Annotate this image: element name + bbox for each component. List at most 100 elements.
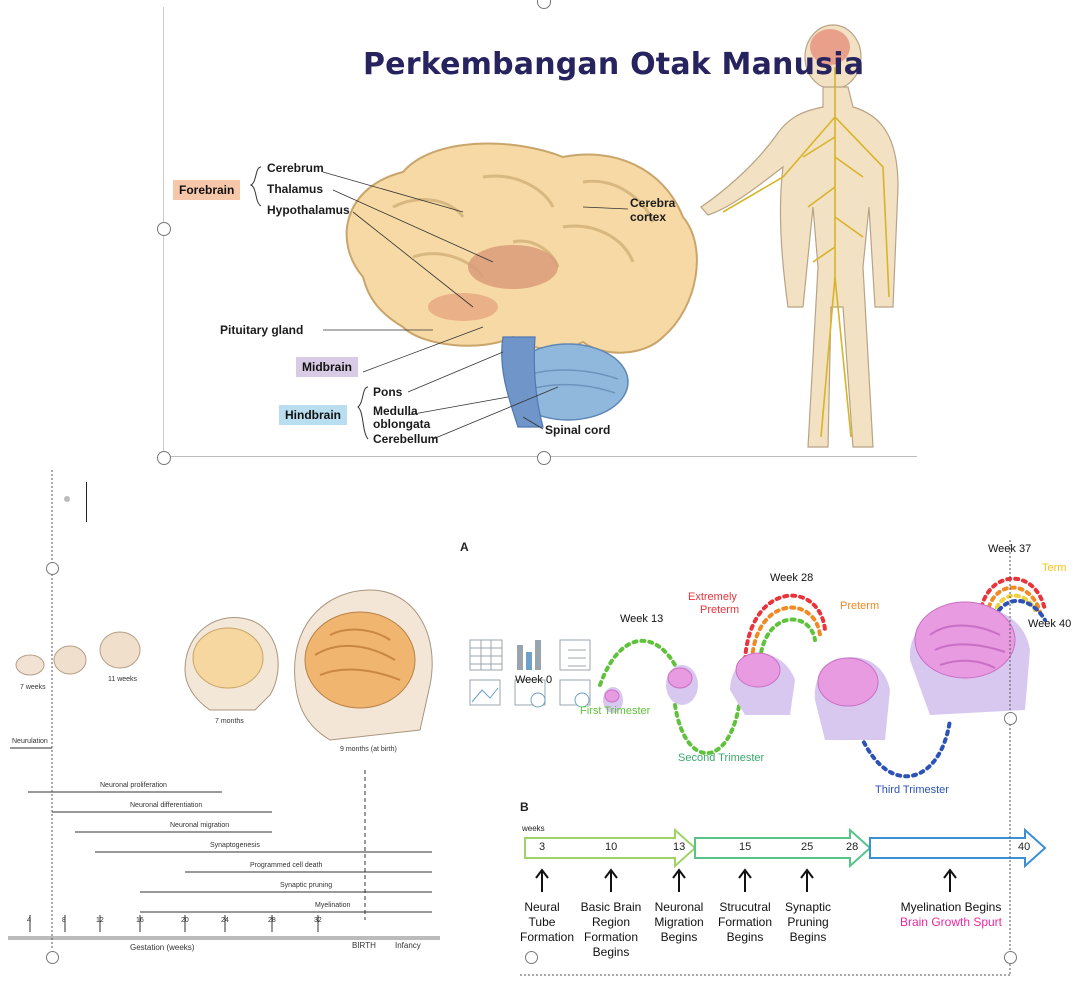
second-trimester-label: Second Trimester (678, 752, 764, 764)
hindbrain-tag: Hindbrain (279, 405, 347, 425)
tick-label: 8 (62, 917, 66, 924)
milestone-line: Formation (520, 930, 564, 945)
extremely-preterm-label-line2: Preterm (700, 604, 739, 616)
milestone-line: Tube (520, 915, 564, 930)
insert-picture-icon (470, 680, 500, 705)
process-label: Neuronal proliferation (100, 782, 167, 789)
milestone-line: Basic Brain (578, 900, 644, 915)
milestone-arrow-bar (520, 800, 1060, 990)
process-label: Synaptogenesis (210, 842, 260, 849)
milestone-line: Begins (715, 930, 775, 945)
milestone-neuronal-migration: Neuronal Migration Begins (650, 900, 708, 945)
fetal-brain-stages-illustration (0, 470, 450, 950)
milestone-line: Begins (578, 945, 644, 960)
resize-handle-left[interactable] (46, 562, 59, 575)
insert-table-icon (470, 640, 502, 670)
milestone-line: Pruning (782, 915, 834, 930)
resize-handle-bottom-left[interactable] (46, 951, 59, 964)
tick-label: 4 (27, 917, 31, 924)
fetal-brain-development-panel[interactable]: 7 weeks 11 weeks 7 months 9 months (at b… (0, 470, 450, 950)
panel-a-label: A (460, 540, 469, 554)
resize-handle-left-middle[interactable] (157, 222, 171, 236)
cerebral-cortex-label-line1: Cerebra (630, 197, 675, 210)
first-trimester-label: First Trimester (580, 705, 650, 717)
process-label: Myelination (315, 902, 350, 909)
process-label: Programmed cell death (250, 862, 322, 869)
stage-label: 7 weeks (20, 684, 46, 691)
hypothalamus-label: Hypothalamus (267, 204, 350, 217)
panel-a-fetal-timeline[interactable]: A Week 0 Week 13 Week 28 Week 37 Week 40… (460, 540, 1070, 800)
birth-label: BIRTH (352, 941, 376, 950)
panel-b-label: B (520, 800, 529, 814)
resize-handle-bottom-right[interactable] (1004, 951, 1017, 964)
page-title: Perkembangan Otak Manusia (363, 47, 864, 82)
medulla-label-line2: oblongata (373, 418, 430, 431)
tick-label: 16 (136, 917, 144, 924)
week-number: 13 (673, 841, 685, 853)
stage-label: 7 months (215, 718, 244, 725)
resize-handle-right[interactable] (1004, 712, 1017, 725)
stage-label: 11 weeks (108, 676, 137, 683)
panel-b-milestone-timeline[interactable]: B weeks 3 10 13 15 25 28 40 Neural Tube … (520, 800, 1060, 990)
cerebrum-label: Cerebrum (267, 162, 324, 175)
milestone-line: Neural (520, 900, 564, 915)
insert-chart-icon (517, 640, 541, 670)
tick-label: 12 (96, 917, 104, 924)
resize-handle-bottom-left[interactable] (157, 451, 171, 465)
milestone-myelination: Myelination Begins Brain Growth Spurt (895, 900, 1007, 930)
tick-label: 20 (181, 917, 189, 924)
milestone-line: Begins (782, 930, 834, 945)
term-label: Term (1042, 562, 1066, 574)
week-0-label: Week 0 (515, 674, 552, 686)
week-number: 15 (739, 841, 751, 853)
milestone-structural-formation: Strucutral Formation Begins (715, 900, 775, 945)
milestone-synaptic-pruning: Synaptic Pruning Begins (782, 900, 834, 945)
object-anchor-icon (64, 496, 70, 502)
week-40-label: Week 40 (1028, 618, 1071, 630)
resize-handle-bottom-center[interactable] (537, 451, 551, 465)
insert-smartart-icon (560, 640, 590, 670)
text-cursor (86, 482, 87, 522)
tick-label: 24 (221, 917, 229, 924)
week-13-label: Week 13 (620, 613, 663, 625)
extremely-preterm-label-line1: Extremely (688, 591, 737, 603)
week-number: 28 (846, 841, 858, 853)
cerebellum-label: Cerebellum (373, 433, 438, 446)
brain-growth-spurt-label: Brain Growth Spurt (895, 915, 1007, 930)
cerebral-cortex-label-line2: cortex (630, 211, 666, 224)
process-label: Neuronal differentiation (130, 802, 202, 809)
axis-label: Gestation (weeks) (130, 943, 194, 952)
week-number: 3 (539, 841, 545, 853)
midbrain-tag: Midbrain (296, 357, 358, 377)
pregnancy-timeline-illustration (460, 540, 1070, 800)
tick-label: 28 (268, 917, 276, 924)
forebrain-tag: Forebrain (173, 180, 240, 200)
preterm-label: Preterm (840, 600, 879, 612)
milestone-line: Formation (715, 915, 775, 930)
week-28-label: Week 28 (770, 572, 813, 584)
week-number: 40 (1018, 841, 1030, 853)
weeks-unit-label: weeks (522, 824, 545, 833)
process-label: Synaptic pruning (280, 882, 332, 889)
pituitary-gland-label: Pituitary gland (220, 324, 303, 337)
milestone-line: Synaptic (782, 900, 834, 915)
stage-label: 9 months (at birth) (340, 746, 397, 753)
tick-label: 32 (314, 917, 322, 924)
brain-anatomy-slide[interactable]: Perkembangan Otak Manusia Forebrain Cere… (163, 7, 917, 457)
process-label: Neuronal migration (170, 822, 229, 829)
thalamus-label: Thalamus (267, 183, 323, 196)
milestone-line: Begins (650, 930, 708, 945)
milestone-neural-tube: Neural Tube Formation (520, 900, 564, 945)
week-number: 25 (801, 841, 813, 853)
week-37-label: Week 37 (988, 543, 1031, 555)
milestone-line: Neuronal (650, 900, 708, 915)
week-number: 10 (605, 841, 617, 853)
insert-video-icon (560, 680, 590, 707)
milestone-line: Strucutral (715, 900, 775, 915)
milestone-line: Myelination Begins (895, 900, 1007, 915)
milestone-line: Formation (578, 930, 644, 945)
pons-label: Pons (373, 386, 402, 399)
resize-handle-bottom-center[interactable] (525, 951, 538, 964)
milestone-line: Migration (650, 915, 708, 930)
process-label: Neurulation (12, 738, 48, 745)
